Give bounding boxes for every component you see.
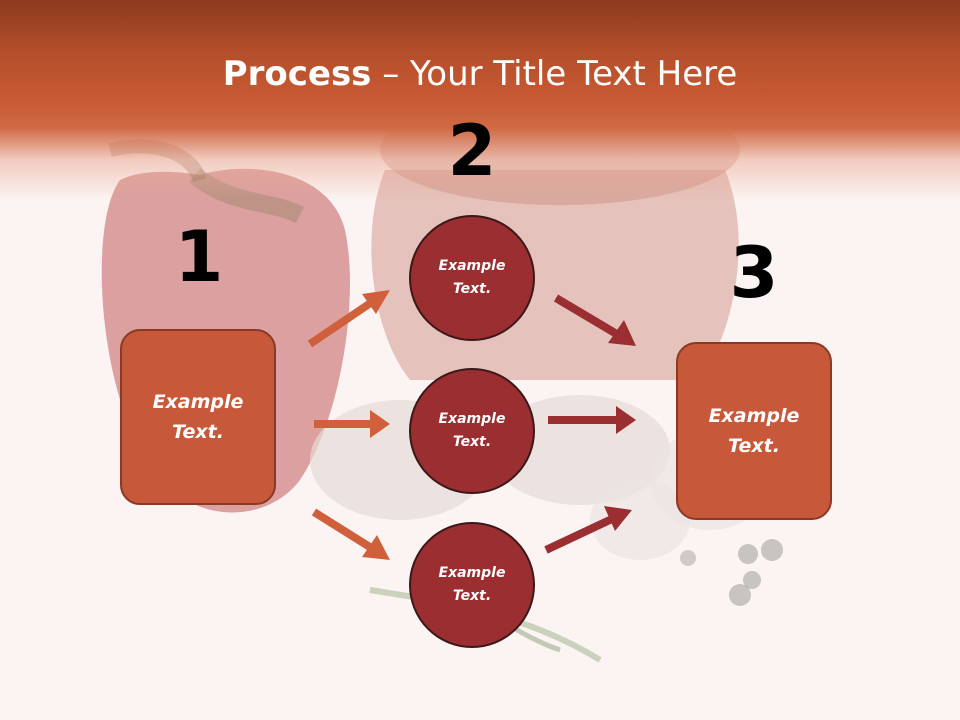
step-2-item-1-label: Example Text.: [438, 258, 506, 297]
step-2-item-3: Example Text.: [409, 522, 535, 648]
title-bold-part: Process: [222, 54, 372, 94]
step-3-box: Example Text.: [676, 342, 832, 520]
step-2-item-1: Example Text.: [409, 215, 535, 341]
arrow-item3-to-step3: [544, 506, 632, 554]
step-2-item-2: Example Text.: [409, 368, 535, 494]
title-banner: [0, 0, 960, 200]
arrow-item2-to-step3: [548, 406, 636, 434]
arrow-step1-to-item2: [314, 410, 390, 438]
arrow-step1-to-item1: [307, 290, 390, 348]
arrow-item1-to-step3: [553, 294, 636, 346]
step-3-label: Example Text.: [708, 405, 800, 457]
step-2-item-2-label: Example Text.: [438, 411, 506, 450]
step-number-1: 1: [174, 216, 224, 298]
step-1-label: Example Text.: [152, 391, 244, 443]
arrow-step1-to-item3: [311, 508, 390, 560]
step-1-box: Example Text.: [120, 329, 276, 505]
slide-title: Process – Your Title Text Here: [0, 52, 960, 96]
step-number-2: 2: [447, 110, 497, 192]
title-rest-part: – Your Title Text Here: [371, 54, 738, 94]
step-2-item-3-label: Example Text.: [438, 565, 506, 604]
step-number-3: 3: [729, 232, 779, 314]
